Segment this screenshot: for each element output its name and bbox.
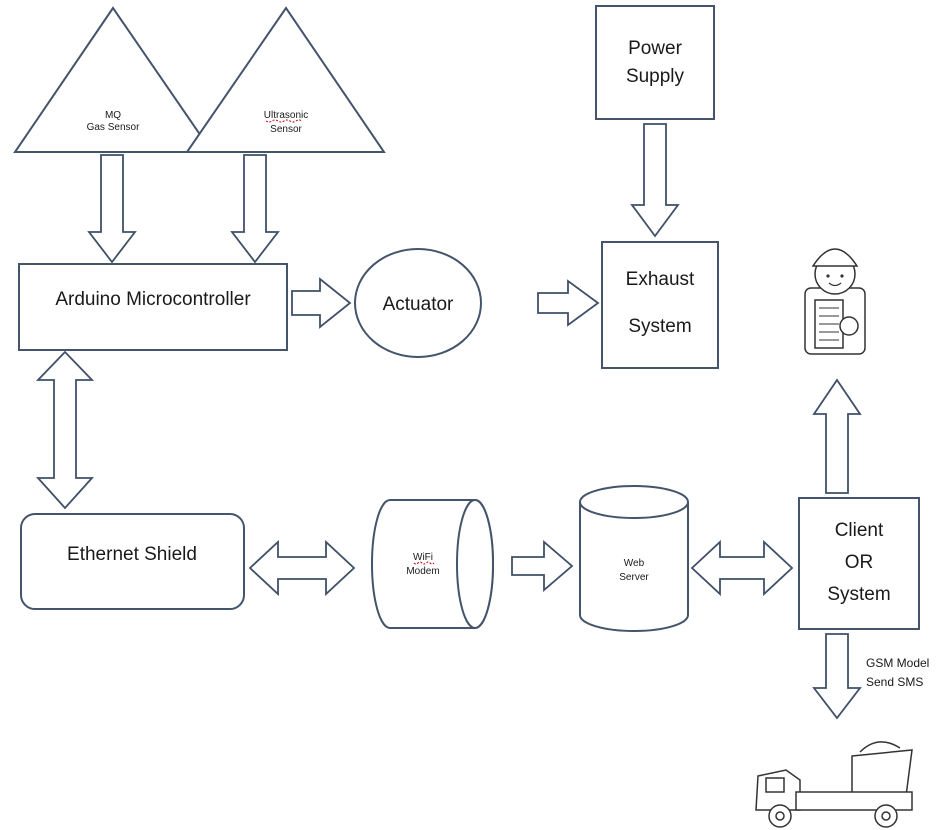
web-server-node: Web Server <box>579 485 689 632</box>
client-label-line1: Client <box>835 520 884 541</box>
mq-sensor-label-line1: MQ <box>105 110 121 121</box>
arrow-client-to-truck <box>812 633 862 720</box>
dump-truck-icon <box>755 741 913 828</box>
arrow-arduino-ethernet <box>35 350 95 510</box>
exhaust-label-line1: Exhaust <box>626 269 695 290</box>
ethernet-label: Ethernet Shield <box>67 544 197 565</box>
spellcheck-underline <box>413 561 435 565</box>
arrow-server-client <box>690 539 794 597</box>
arduino-microcontroller-node: Arduino Microcontroller <box>18 263 288 351</box>
arrow-actuator-to-exhaust <box>537 279 600 327</box>
arrow-ethernet-modem <box>248 539 356 597</box>
gsm-label-line1: GSM Model <box>866 656 929 670</box>
worker-icon <box>804 248 866 355</box>
wifi-modem-label-line1: WiFi <box>413 552 433 563</box>
arrow-power-to-exhaust <box>630 123 680 238</box>
wifi-modem-label-line2: Modem <box>406 566 439 577</box>
exhaust-label-line2: System <box>628 316 691 337</box>
ultrasonic-sensor-node: Ultrasonic Sensor <box>185 6 386 153</box>
actuator-node: Actuator <box>354 248 482 358</box>
arrow-ultrasonic-to-arduino <box>230 154 280 264</box>
mq-gas-sensor-node: MQ Gas Sensor <box>13 6 214 153</box>
power-supply-label-line1: Power <box>628 38 683 59</box>
spellcheck-underline <box>265 119 303 123</box>
web-server-label-line1: Web <box>624 558 645 569</box>
arrow-arduino-to-actuator <box>291 277 352 329</box>
web-server-label-line2: Server <box>619 572 649 583</box>
ultrasonic-sensor-label-line2: Sensor <box>270 124 302 135</box>
arrow-modem-to-server <box>511 540 574 592</box>
arrow-client-to-worker <box>812 378 862 494</box>
client-system-node: Client OR System <box>798 497 920 630</box>
client-label-line2: OR <box>845 552 874 573</box>
arduino-label: Arduino Microcontroller <box>55 289 251 310</box>
power-supply-label-line2: Supply <box>626 66 685 87</box>
arrow-mq-to-arduino <box>87 154 137 264</box>
client-label-line3: System <box>827 584 890 605</box>
mq-sensor-label-line2: Gas Sensor <box>87 122 140 133</box>
ultrasonic-sensor-label-line1: Ultrasonic <box>264 110 308 121</box>
wifi-modem-node: WiFi Modem <box>371 499 494 629</box>
exhaust-system-node: Exhaust System <box>601 241 719 369</box>
gsm-label-line2: Send SMS <box>866 675 923 689</box>
power-supply-node: Power Supply <box>595 5 715 120</box>
actuator-label: Actuator <box>383 294 454 315</box>
ethernet-shield-node: Ethernet Shield <box>20 513 245 610</box>
